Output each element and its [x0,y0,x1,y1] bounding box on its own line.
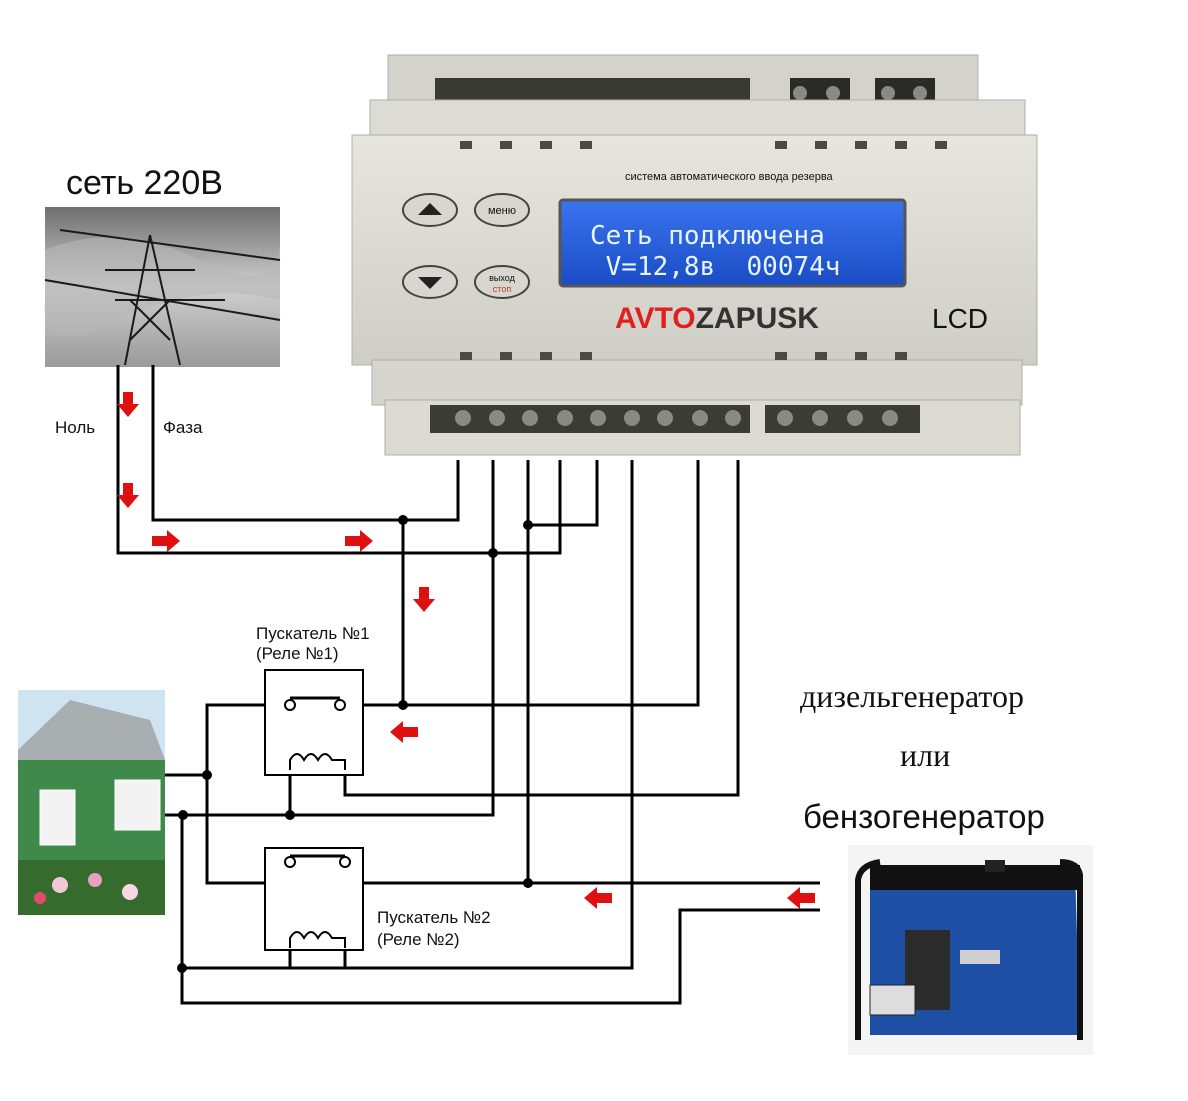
relay-1 [264,669,364,776]
mains-title: сеть 220В [66,164,223,202]
relay-1-subtitle: (Реле №1) [256,644,339,663]
house-image [18,690,165,915]
down-button[interactable] [402,265,458,299]
arrow-left-icon [584,887,612,909]
generator-label-1: дизельгенератор [800,678,1024,714]
relay-2 [264,847,364,951]
brand-red: AVTO [615,302,696,335]
wires [116,365,820,1005]
arrow-up-icon [418,203,442,215]
current-flow-arrows [117,392,815,909]
coil-icon [289,753,346,770]
controller-caption: система автоматического ввода резерва [625,171,834,183]
lcd-screen [558,198,907,288]
exit-stop-button[interactable] [474,265,530,299]
neutral-label: Ноль [55,418,95,437]
stop-button-label: стоп [493,284,512,294]
menu-button[interactable] [474,193,530,227]
junction-dots [177,515,533,973]
coil-icon [289,931,346,948]
arrow-right-icon [345,530,373,552]
generator-label-2: или [900,737,950,773]
arrow-down-icon [418,277,442,289]
arrow-down-icon [117,483,139,508]
arrow-down-icon [117,392,139,417]
phase-label: Фаза [163,418,203,437]
arrow-left-icon [390,721,418,743]
arrow-right-icon [152,530,180,552]
generator-image [848,845,1093,1055]
relay-2-subtitle: (Реле №2) [377,930,460,949]
menu-button-label: меню [488,205,516,217]
model-label: LCD [932,303,988,334]
arrow-left-icon [787,887,815,909]
relay-2-title: Пускатель №2 [377,908,491,927]
generator-label-3: бензогенератор [803,798,1045,835]
lcd-line-2: V=12,8в 00074ч [590,252,840,282]
relay-1-title: Пускатель №1 [256,624,370,643]
brand-logo: AVTOZAPUSK [615,302,819,335]
lcd-line-1: Сеть подключена [590,221,825,251]
arrow-down-icon [413,587,435,612]
power-tower-image [44,207,281,367]
brand-dark: ZAPUSK [696,302,820,335]
exit-button-label: выход [489,273,515,283]
up-button[interactable] [402,193,458,227]
